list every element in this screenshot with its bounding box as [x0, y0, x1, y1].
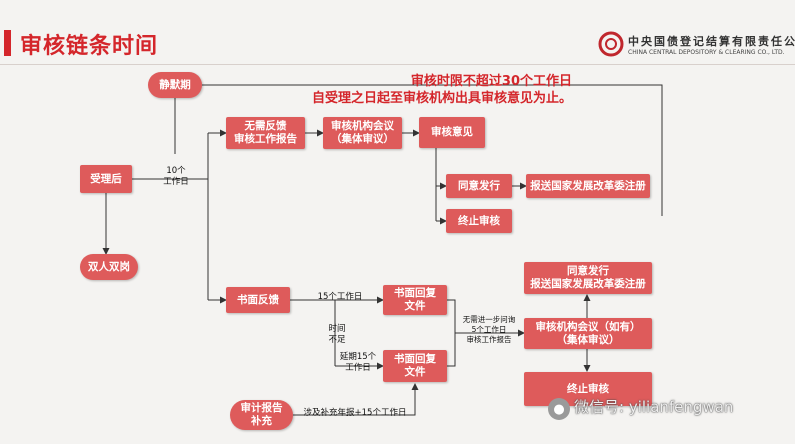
node-silent-period: 静默期 — [148, 72, 202, 98]
note-line-1: 审核时限不超过30个工作日 — [410, 74, 572, 89]
node-written-reply-1: 书面回复 文件 — [383, 285, 447, 315]
label-ten-days: 10个 工作日 — [163, 166, 189, 187]
node-review-meeting-optional: 审核机构会议（如有） （集体审议） — [524, 318, 652, 349]
slide-title: 审核链条时间 — [20, 34, 159, 59]
wechat-icon: ● — [548, 398, 570, 420]
review-time-limit-note: 审核时限不超过30个工作日 自受理之日起至审核机构出具审核意见为止。 — [296, 73, 572, 107]
node-register-ndrc: 报送国家发展改革委注册 — [526, 174, 650, 198]
node-review-meeting: 审核机构会议 （集体审议） — [323, 117, 402, 149]
logo-chinese-name: 中央国债登记结算有限责任公司 — [628, 35, 795, 48]
node-dual-review: 双人双岗 — [80, 254, 138, 280]
node-terminate-bottom: 终止审核 — [524, 372, 652, 406]
ccdc-logo-icon — [598, 31, 624, 57]
node-approve-issue: 同意发行 — [446, 174, 512, 198]
node-no-feedback-report: 无需反馈 审核工作报告 — [226, 117, 305, 149]
wechat-watermark: 微信号: yilianfengwan — [574, 398, 734, 416]
note-line-2: 自受理之日起至审核机构出具审核意见为止。 — [311, 91, 572, 106]
label-time-short: 时间 不足 — [328, 324, 346, 345]
node-review-opinion: 审核意见 — [419, 117, 485, 148]
node-after-acceptance: 受理后 — [80, 165, 132, 193]
node-written-reply-2: 书面回复 文件 — [383, 350, 447, 382]
node-written-feedback: 书面反馈 — [226, 287, 290, 313]
logo-english-name: CHINA CENTRAL DEPOSITORY & CLEARING CO.,… — [628, 49, 785, 56]
node-audit-report-supplement: 审计报告 补充 — [230, 400, 293, 430]
node-approve-issue-register: 同意发行 报送国家发展改革委注册 — [524, 262, 652, 294]
title-accent-bar — [4, 30, 11, 56]
label-no-further-inquiry: 无需进一步问询 5个工作日 审核工作报告 — [462, 315, 516, 344]
label-fifteen-days: 15个工作日 — [317, 292, 363, 302]
label-extend-fifteen: 延期15个 工作日 — [339, 352, 377, 373]
node-terminate-top: 终止审核 — [446, 209, 512, 233]
header-divider — [0, 64, 795, 65]
label-supplement-annual: 涉及补充年报+15个工作日 — [303, 408, 407, 418]
